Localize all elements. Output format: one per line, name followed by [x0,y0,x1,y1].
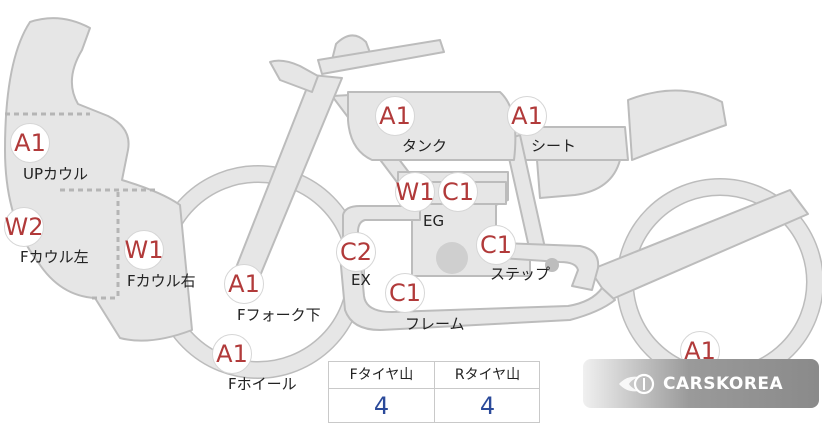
part-label-f-cowl-left: Fカウル左 [20,248,89,266]
damage-marker-ex: C2 [336,232,376,272]
part-label-seat: シート [531,137,577,155]
damage-marker-seat: A1 [507,96,547,136]
part-label-frame: フレーム [405,315,465,333]
damage-marker-up-cowl: A1 [10,123,50,163]
swing-arm-shape [589,189,809,301]
rear-tire-header: Rタイヤ山 [435,362,540,389]
watermark-text: CARSKOREA [663,373,784,394]
rear-tire-column: Rタイヤ山 4 [434,362,540,422]
damage-marker-tank: A1 [375,96,415,136]
damage-marker-f-wheel: A1 [212,334,252,374]
side-cover-shape [536,159,621,199]
front-tire-value: 4 [373,392,390,420]
damage-marker-eg-c: C1 [438,172,478,212]
part-label-f-fork-lower: Fフォーク下 [237,306,321,324]
damage-marker-frame: C1 [385,273,425,313]
exhaust-shape [342,205,421,256]
frame-shape [339,254,616,331]
damage-marker-f-cowl-right: W1 [124,230,164,270]
part-label-up-cowl: UPカウル [23,165,89,183]
tire-tread-table: Fタイヤ山 4 Rタイヤ山 4 [328,361,540,423]
damage-marker-step: C1 [476,225,516,265]
carskorea-watermark: CARSKOREA [583,359,819,408]
part-label-f-cowl-right: Fカウル右 [127,272,196,290]
rear-tire-value: 4 [479,392,496,420]
damage-marker-eg-w: W1 [395,172,435,212]
part-label-f-wheel: Fホイール [228,375,297,393]
front-tire-header: Fタイヤ山 [329,362,434,389]
part-label-step: ステップ [490,265,551,283]
front-tire-column: Fタイヤ山 4 [329,362,434,422]
part-label-tank: タンク [402,137,448,155]
damage-marker-f-fork-lower: A1 [224,264,264,304]
part-label-ex: EX [351,271,371,289]
part-label-eg: EG [423,212,445,230]
flame-logo-icon [619,373,655,394]
damage-marker-f-cowl-left: W2 [4,207,44,247]
